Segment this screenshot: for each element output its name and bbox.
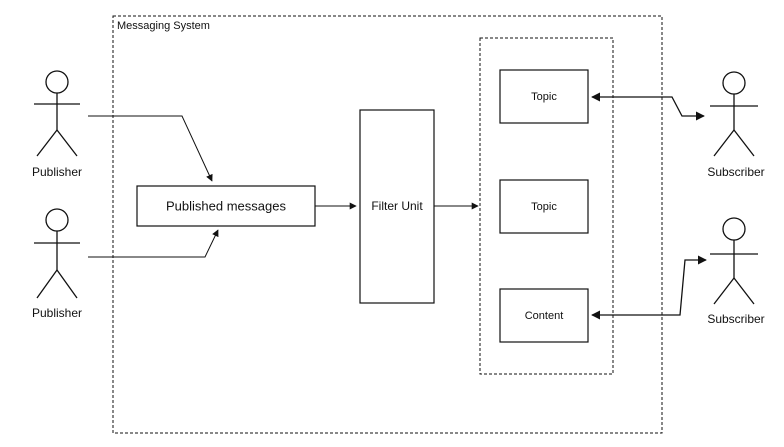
messaging-system-boundary	[112, 15, 663, 434]
publisher-bottom-to-messages-arrow	[88, 229, 219, 258]
topic-group-boundary	[479, 37, 614, 375]
topic-label-1: Topic	[531, 91, 557, 103]
subscriber-bottom-label: Subscriber	[707, 312, 765, 326]
publisher-bottom-label: Publisher	[31, 306, 83, 320]
messaging-system-title: Messaging System	[117, 20, 210, 32]
publisher-actor-top	[34, 70, 80, 157]
filter-unit-box	[359, 109, 435, 304]
publisher-actor-bottom	[34, 208, 80, 299]
filter-unit-label: Filter Unit	[371, 199, 423, 213]
content-box	[499, 288, 589, 343]
content-label: Content	[524, 310, 564, 322]
publisher-top-label: Publisher	[31, 165, 83, 179]
content-to-subscriber-bottom-link	[591, 255, 707, 320]
topic-box-2	[499, 179, 589, 234]
topic-to-subscriber-top-link	[591, 92, 705, 121]
subscriber-actor-top	[710, 71, 758, 157]
publisher-top-to-messages-arrow	[88, 115, 213, 182]
topic-box-1	[499, 69, 589, 124]
subscriber-actor-bottom	[710, 217, 758, 305]
subscriber-top-label: Subscriber	[707, 165, 765, 179]
published-messages-box	[136, 185, 316, 227]
topic-label-2: Topic	[531, 201, 557, 213]
published-messages-label: Published messages	[166, 198, 286, 214]
